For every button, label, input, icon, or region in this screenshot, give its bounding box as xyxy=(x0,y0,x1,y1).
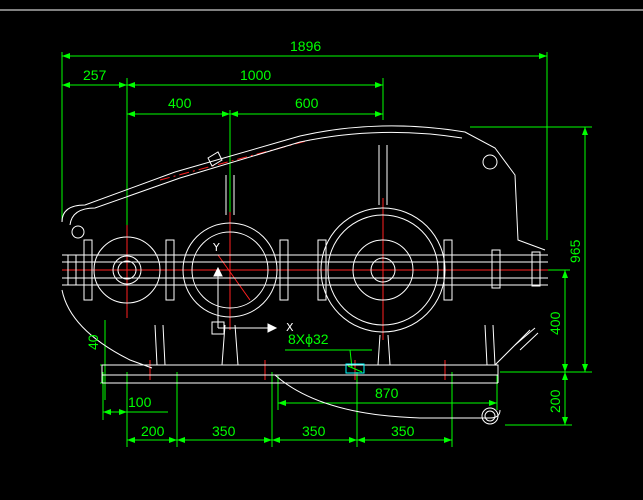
dimension-lines xyxy=(61,52,592,447)
dimension-arrows xyxy=(62,53,588,443)
dim-first-center: 400 xyxy=(168,95,192,111)
dim-bolt-spacing-2: 350 xyxy=(212,423,236,439)
dim-left-offset: 257 xyxy=(83,67,107,83)
dim-bolt-spacing-1: 200 xyxy=(141,423,165,439)
ucs-icon xyxy=(211,266,278,335)
dim-foot-edge: 100 xyxy=(128,394,152,410)
dim-center-span: 1000 xyxy=(240,67,271,83)
dim-base-height: 200 xyxy=(547,389,563,413)
dim-center-height: 400 xyxy=(547,311,563,335)
flange-bolts xyxy=(67,151,541,425)
dim-overall-length: 1896 xyxy=(290,38,321,54)
dim-bolt-spec: 8Xϕ32 xyxy=(288,331,329,347)
dim-second-center: 600 xyxy=(295,95,319,111)
gearbox-housing xyxy=(61,125,548,419)
dim-bolt-spacing-3: 350 xyxy=(302,423,326,439)
dim-foot-thickness: 40 xyxy=(85,334,101,350)
ucs-x-label: X xyxy=(286,321,294,334)
bearing-housings xyxy=(93,207,446,333)
ucs-y-label: Y xyxy=(212,241,220,254)
oil-level-marker xyxy=(345,363,365,374)
dim-bolt-spacing-4: 350 xyxy=(391,423,415,439)
oil-level-marker-fill xyxy=(347,365,363,373)
dim-base-span: 870 xyxy=(375,385,399,401)
dim-overall-height: 965 xyxy=(567,239,583,263)
